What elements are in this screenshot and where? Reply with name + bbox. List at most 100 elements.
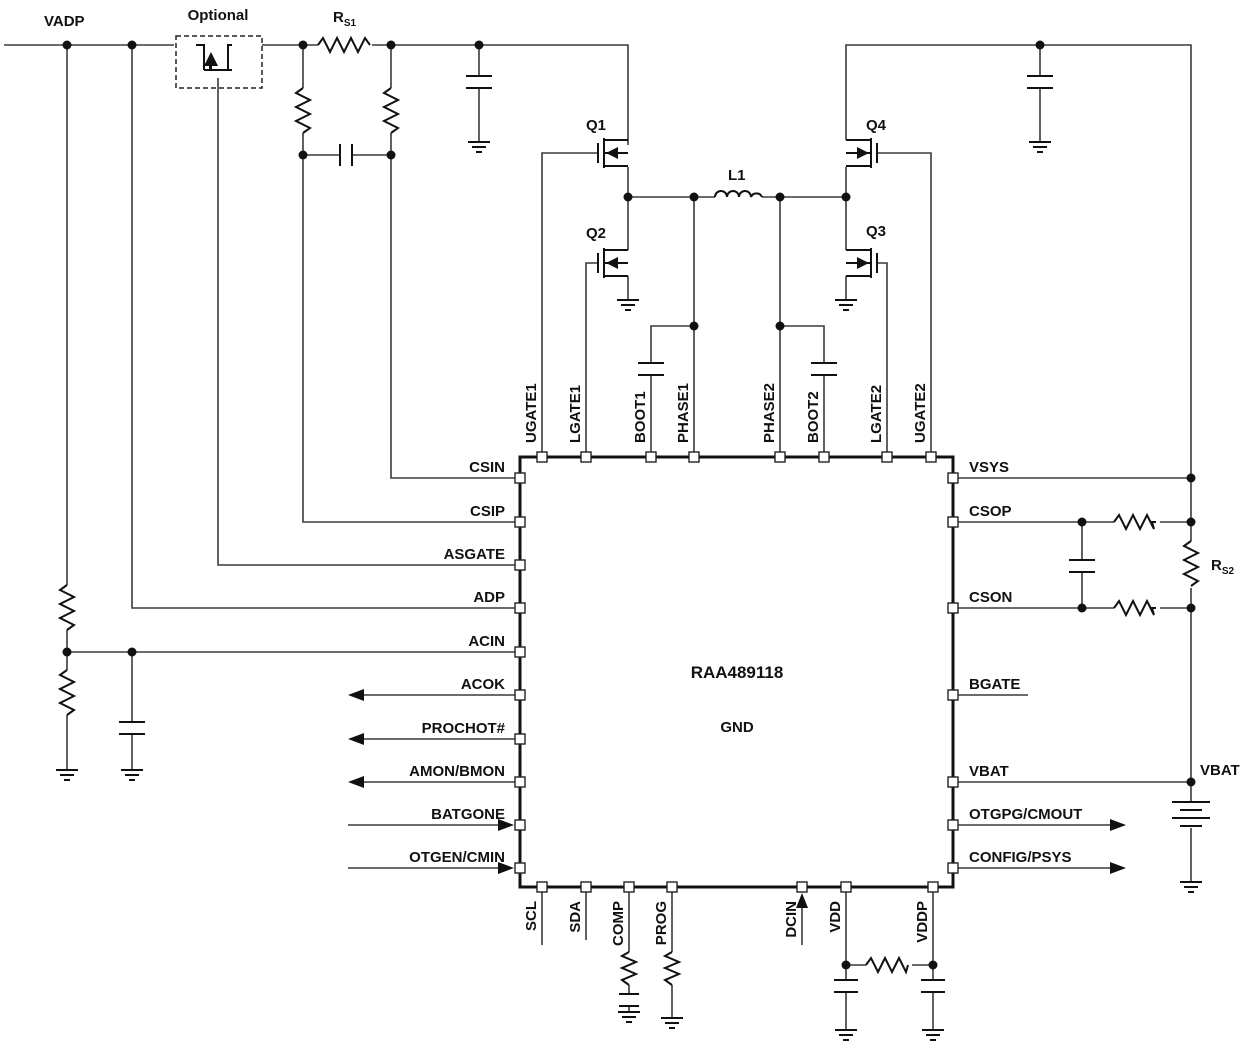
pin-dcin <box>796 881 808 893</box>
pin-label-ugate1: UGATE1 <box>523 383 540 443</box>
q4-label: Q4 <box>866 117 887 134</box>
l1-inductor <box>714 190 763 198</box>
vadp-label: VADP <box>44 13 85 30</box>
comp-capacitor <box>619 993 639 1007</box>
comp-resistor <box>619 951 639 986</box>
q1-mosfet <box>597 138 628 168</box>
csop-filter-resistor <box>1113 512 1156 532</box>
q4-mosfet <box>846 138 878 168</box>
pin-label-amon-bmon: AMON/BMON <box>409 763 505 780</box>
pin-label-vsys: VSYS <box>969 459 1009 476</box>
pin-label-boot1: BOOT1 <box>632 391 649 443</box>
pin-lgate1 <box>580 451 592 463</box>
input-capacitor <box>466 75 492 89</box>
pin-label-config-psys: CONFIG/PSYS <box>969 849 1072 866</box>
pin-label-prog: PROG <box>653 901 670 945</box>
q3-label: Q3 <box>866 223 886 240</box>
pin-label-cson: CSON <box>969 589 1012 606</box>
pin-label-csin: CSIN <box>469 459 505 476</box>
pin-ugate1 <box>536 451 548 463</box>
csip-filter-resistor <box>293 87 313 134</box>
cson-filter-resistor <box>1113 598 1156 618</box>
pin-label-comp: COMP <box>610 901 627 946</box>
sense-filter-capacitor <box>339 144 353 166</box>
pin-label-vdd: VDD <box>827 901 844 933</box>
output-capacitor <box>1027 75 1053 89</box>
pin-amon-bmon <box>514 776 526 788</box>
csin-filter-resistor <box>381 87 401 134</box>
q3-mosfet <box>846 248 878 278</box>
pin-label-vddp: VDDP <box>914 901 931 943</box>
vdd-capacitor <box>834 979 858 993</box>
pin-config-psys <box>947 862 959 874</box>
optional-fet-switch <box>175 35 263 89</box>
pin-label-acok: ACOK <box>461 676 505 693</box>
junction-dots <box>62 40 1196 970</box>
rs1-label: RS1 <box>333 9 357 29</box>
ic-part-number: RAA489118 <box>691 663 784 682</box>
pin-lgate2 <box>881 451 893 463</box>
vbat-node-label: VBAT <box>1200 762 1240 779</box>
rs2-resistor <box>1181 540 1201 587</box>
pin-label-sda: SDA <box>567 901 584 933</box>
pin-sda <box>580 881 592 893</box>
pin-boot1 <box>645 451 657 463</box>
pin-label-boot2: BOOT2 <box>805 391 822 443</box>
pin-csip <box>514 516 526 528</box>
ic-body <box>518 455 955 889</box>
pin-bgate <box>947 689 959 701</box>
pin-label-prochot: PROCHOT# <box>422 720 506 737</box>
pin-scl <box>536 881 548 893</box>
vddp-resistor <box>865 955 909 975</box>
q3-ground-symbol <box>835 299 857 311</box>
acin-divider-ground-symbol <box>56 769 78 781</box>
pin-cson <box>947 602 959 614</box>
rs2-label: RS2 <box>1211 557 1235 577</box>
pin-label-phase2: PHASE2 <box>761 383 778 443</box>
pins-left: CSINCSIPASGATEADPACINACOKPROCHOT#AMON/BM… <box>409 459 526 874</box>
vdd-ground-symbol <box>835 1029 857 1041</box>
ic-gnd-label: GND <box>720 719 754 736</box>
rs1-resistor <box>317 35 371 55</box>
prog-ground-symbol <box>661 1017 683 1029</box>
battery-sense-capacitor <box>1069 559 1095 573</box>
acin-cap-ground-symbol <box>121 769 143 781</box>
pin-phase2 <box>774 451 786 463</box>
q2-label: Q2 <box>586 225 606 242</box>
pin-label-batgone: BATGONE <box>431 806 505 823</box>
pin-label-csip: CSIP <box>470 503 505 520</box>
acin-divider-top-resistor <box>57 584 77 631</box>
output-cap-ground-symbol <box>1029 141 1051 153</box>
battery-ground-symbol <box>1180 881 1202 893</box>
pins-right: VSYSCSOPCSONBGATEVBATOTGPG/CMOUTCONFIG/P… <box>947 459 1082 874</box>
pin-label-csop: CSOP <box>969 503 1012 520</box>
optional-label: Optional <box>188 7 249 24</box>
acin-divider-bottom-resistor <box>57 669 77 716</box>
pin-batgone <box>514 819 526 831</box>
wires <box>4 44 1192 1030</box>
pin-asgate <box>514 559 526 571</box>
pin-label-lgate2: LGATE2 <box>868 385 885 443</box>
pin-csop <box>947 516 959 528</box>
pins-top: UGATE1 LGATE1 BOOT1 PHASE1 PHASE2 BOOT2 LGATE2… <box>523 383 937 463</box>
pin-label-acin: ACIN <box>468 633 505 650</box>
comp-ground-symbol <box>618 1011 640 1023</box>
pin-csin <box>514 472 526 484</box>
vddp-ground-symbol <box>922 1029 944 1041</box>
q1-label: Q1 <box>586 117 606 134</box>
acin-filter-capacitor <box>119 721 145 735</box>
vddp-capacitor <box>921 979 945 993</box>
boot1-capacitor <box>638 362 664 376</box>
prog-resistor <box>662 951 682 986</box>
pin-prochot <box>514 733 526 745</box>
pin-label-asgate: ASGATE <box>444 546 505 563</box>
signal-arrows <box>348 689 1126 874</box>
pin-label-otgpg-cmout: OTGPG/CMOUT <box>969 806 1082 823</box>
pin-label-phase1: PHASE1 <box>675 383 692 443</box>
pin-vbat <box>947 776 959 788</box>
pin-label-lgate1: LGATE1 <box>567 385 584 443</box>
pin-label-scl: SCL <box>523 901 540 931</box>
